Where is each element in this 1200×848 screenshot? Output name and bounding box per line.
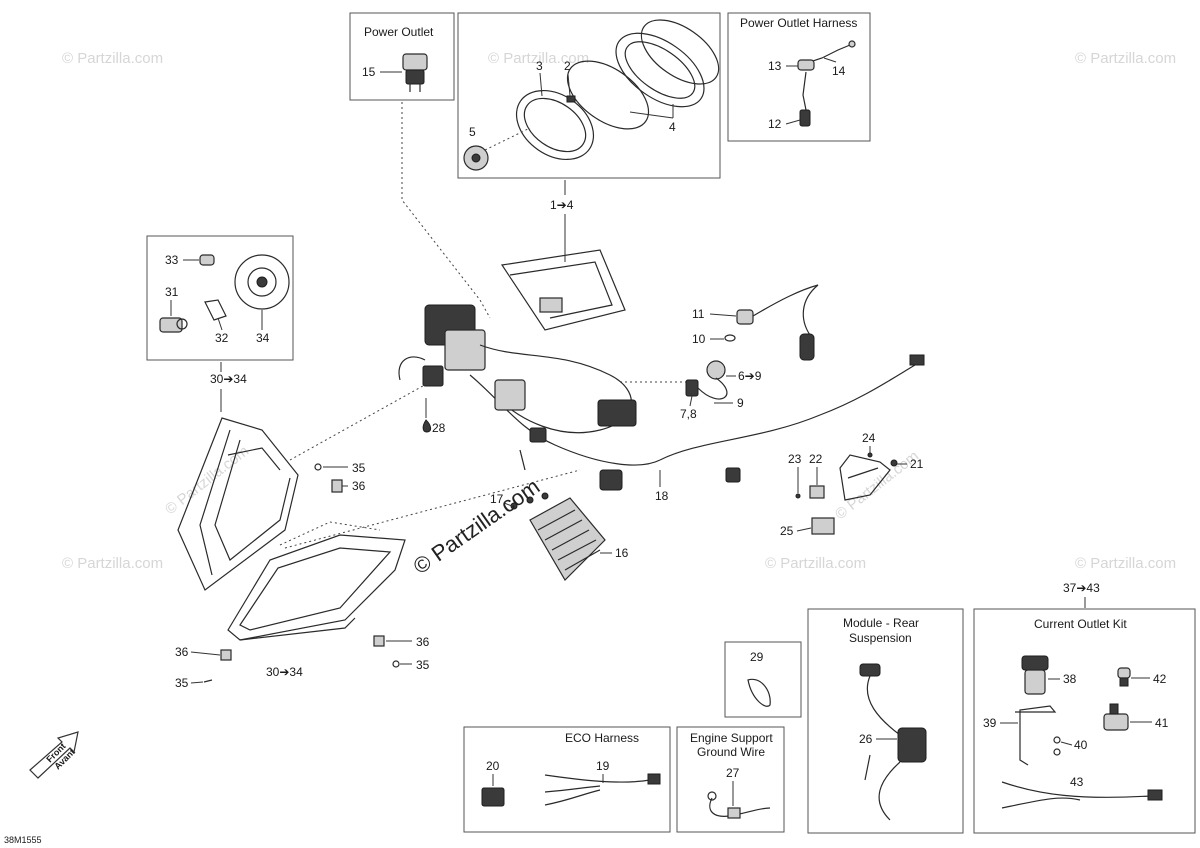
watermark: © Partzilla.com xyxy=(1075,50,1176,67)
left-headlight-housing[interactable] xyxy=(177,417,299,591)
callout-5: 5 xyxy=(469,125,476,139)
power-outlet-harness-part[interactable] xyxy=(797,40,856,127)
callout-1-4: 1➔4 xyxy=(550,198,574,212)
callout-23: 23 xyxy=(788,452,802,466)
current-outlet-kit-box xyxy=(973,608,1196,834)
watermark: © Partzilla.com xyxy=(1075,555,1176,572)
callout-27: 27 xyxy=(726,766,740,780)
watermark: © Partzilla.com xyxy=(62,555,163,572)
callout-43: 43 xyxy=(1070,775,1084,789)
watermark-center: © Partzilla.com xyxy=(409,474,545,580)
callout-31: 31 xyxy=(165,285,179,299)
module-rear-suspension-title-1: Module - Rear xyxy=(843,616,919,630)
callout-30-34-top: 30➔34 xyxy=(210,372,247,386)
power-outlet-box xyxy=(349,12,455,101)
callout-25: 25 xyxy=(780,524,794,538)
module-rear-suspension-box xyxy=(807,608,964,834)
fluid-drop-icon xyxy=(422,419,432,433)
voltage-regulator[interactable] xyxy=(510,492,606,581)
callout-4: 4 xyxy=(669,120,676,134)
callout-16: 16 xyxy=(615,546,629,560)
power-outlet-harness-title: Power Outlet Harness xyxy=(740,16,857,30)
eco-harness-title: ECO Harness xyxy=(565,731,639,745)
callout-38: 38 xyxy=(1063,672,1077,686)
screw-part[interactable] xyxy=(392,660,400,668)
front-direction-arrow-icon: Front Avant xyxy=(29,731,79,779)
tether-key-switch[interactable] xyxy=(685,284,819,400)
gauge-cluster-exploded[interactable] xyxy=(463,7,730,174)
eco-harness-part[interactable] xyxy=(481,773,661,807)
callout-21: 21 xyxy=(910,457,924,471)
callout-3: 3 xyxy=(536,59,543,73)
headlight-bulb-part[interactable] xyxy=(159,254,290,333)
callout-14: 14 xyxy=(832,64,846,78)
callout-15: 15 xyxy=(362,65,376,79)
main-wiring-harness[interactable] xyxy=(398,249,925,491)
callout-41: 41 xyxy=(1155,716,1169,730)
engine-support-title-2: Ground Wire xyxy=(697,745,765,759)
grommet-box xyxy=(724,641,802,718)
rear-suspension-module-part[interactable] xyxy=(859,663,927,821)
screw-part[interactable] xyxy=(314,463,322,471)
engine-support-ground-box xyxy=(676,726,785,833)
current-outlet-kit-title: Current Outlet Kit xyxy=(1034,617,1127,631)
callout-28: 28 xyxy=(432,421,446,435)
callout-37-43: 37➔43 xyxy=(1063,581,1100,595)
callout-22: 22 xyxy=(809,452,823,466)
engine-support-title-1: Engine Support xyxy=(690,731,773,745)
callout-35-a: 35 xyxy=(352,461,366,475)
callout-39: 39 xyxy=(983,716,997,730)
right-headlight-lens[interactable] xyxy=(227,521,406,641)
diagram-id: 38M1555 xyxy=(4,835,42,845)
callout-40: 40 xyxy=(1074,738,1088,752)
watermark: © Partzilla.com xyxy=(162,443,252,519)
callout-7-8: 7,8 xyxy=(680,407,697,421)
callout-11: 11 xyxy=(692,307,705,321)
callout-24: 24 xyxy=(862,431,876,445)
callout-32: 32 xyxy=(215,331,229,345)
callout-12: 12 xyxy=(768,117,782,131)
clip-part[interactable] xyxy=(331,479,343,493)
callout-42: 42 xyxy=(1153,672,1167,686)
bracket-assembly[interactable] xyxy=(795,452,898,535)
callout-19: 19 xyxy=(596,759,610,773)
callout-30-34-bottom: 30➔34 xyxy=(266,665,303,679)
screw-part[interactable] xyxy=(203,679,213,683)
gauge-cluster-box xyxy=(457,12,721,179)
callout-35-c: 35 xyxy=(416,658,430,672)
callout-2: 2 xyxy=(564,59,571,73)
headlight-bulb-box xyxy=(146,235,294,361)
power-outlet-title: Power Outlet xyxy=(364,25,434,39)
callout-34: 34 xyxy=(256,331,270,345)
callout-26: 26 xyxy=(859,732,873,746)
clip-part[interactable] xyxy=(373,635,385,647)
callout-35-b: 35 xyxy=(175,676,189,690)
callout-20: 20 xyxy=(486,759,500,773)
eco-harness-box xyxy=(463,726,671,833)
callout-29: 29 xyxy=(750,650,764,664)
clip-part[interactable] xyxy=(220,649,232,661)
module-rear-suspension-title-2: Suspension xyxy=(849,631,912,645)
grommet-part[interactable] xyxy=(747,678,771,707)
watermark: © Partzilla.com xyxy=(765,555,866,572)
callout-36-a: 36 xyxy=(352,479,366,493)
callout-17: 17 xyxy=(490,492,504,506)
callout-18: 18 xyxy=(655,489,669,503)
watermark: © Partzilla.com xyxy=(488,50,589,67)
callout-10: 10 xyxy=(692,332,706,346)
callout-36-b: 36 xyxy=(175,645,189,659)
callout-33: 33 xyxy=(165,253,179,267)
power-outlet-harness-box xyxy=(727,12,871,142)
watermark: © Partzilla.com xyxy=(62,50,163,67)
power-outlet-part[interactable] xyxy=(402,53,428,92)
callout-13: 13 xyxy=(768,59,782,73)
current-outlet-kit-parts[interactable] xyxy=(1001,655,1163,809)
callout-9: 9 xyxy=(737,396,744,410)
callout-6-9: 6➔9 xyxy=(738,369,762,383)
ground-wire-part[interactable] xyxy=(707,791,771,819)
callout-36-c: 36 xyxy=(416,635,430,649)
